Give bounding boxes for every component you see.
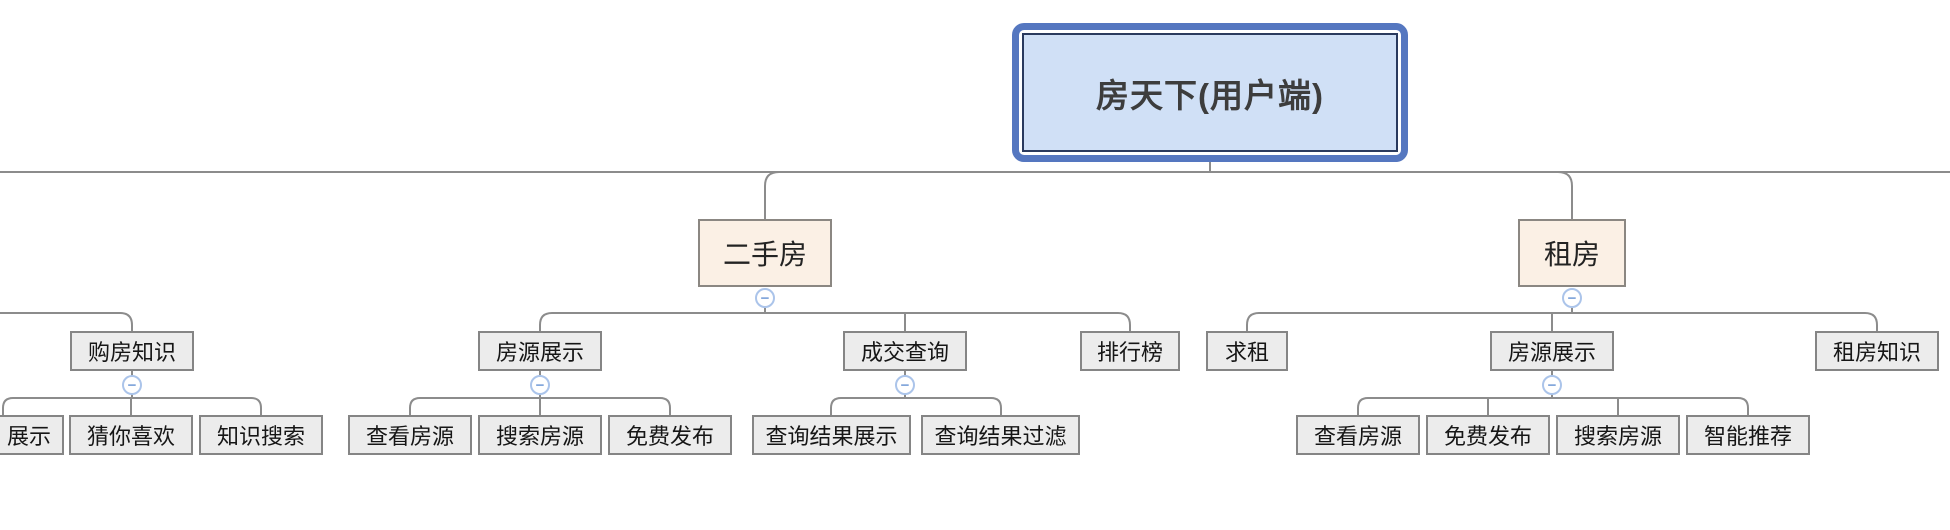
node-label: 知识搜索 — [216, 424, 305, 449]
node-label: 房源展示 — [495, 340, 584, 365]
node-sh-query-result-display[interactable]: 查询结果展示 — [752, 415, 911, 455]
node-rent-smart-recommend[interactable]: 智能推荐 — [1686, 415, 1810, 455]
node-pk-display-partial[interactable]: 展示 — [0, 415, 64, 455]
node-sh-deal-query[interactable]: 成交查询 — [843, 331, 967, 371]
collapse-icon-purchase-knowledge[interactable]: − — [122, 375, 142, 395]
node-sh-search-listings[interactable]: 搜索房源 — [478, 415, 602, 455]
node-label: 成交查询 — [860, 340, 949, 365]
collapse-icon-rent-listing-display[interactable]: − — [1542, 375, 1562, 395]
node-label: 查看房源 — [365, 424, 454, 449]
root-topic-label: 房天下(用户端) — [1096, 76, 1324, 114]
node-rent-free-publish[interactable]: 免费发布 — [1426, 415, 1550, 455]
collapse-icon-sh-listing-display[interactable]: − — [530, 375, 550, 395]
node-rent-view-listings[interactable]: 查看房源 — [1296, 415, 1420, 455]
connector-line — [764, 171, 1573, 219]
connector-line — [1357, 371, 1749, 415]
node-pk-knowledge-search[interactable]: 知识搜索 — [199, 415, 323, 455]
node-label: 免费发布 — [625, 424, 714, 449]
node-pk-guess-you-like[interactable]: 猜你喜欢 — [69, 415, 193, 455]
node-purchase-knowledge[interactable]: 购房知识 — [70, 331, 194, 371]
node-label: 搜索房源 — [495, 424, 584, 449]
node-label: 免费发布 — [1443, 424, 1532, 449]
node-rent-knowledge[interactable]: 租房知识 — [1815, 331, 1939, 371]
node-label: 二手房 — [722, 239, 807, 270]
node-sh-listing-display[interactable]: 房源展示 — [478, 331, 602, 371]
root-topic-inner: 房天下(用户端) — [1022, 33, 1398, 152]
node-label: 查询结果过滤 — [934, 424, 1067, 449]
node-label: 展示 — [6, 424, 51, 449]
collapse-icon-sh-deal-query[interactable]: − — [895, 375, 915, 395]
node-rent-search-listings[interactable]: 搜索房源 — [1556, 415, 1680, 455]
connector-line — [1246, 308, 1878, 331]
connector-line — [539, 308, 1131, 331]
node-sh-query-result-filter[interactable]: 查询结果过滤 — [921, 415, 1080, 455]
node-label: 猜你喜欢 — [86, 424, 175, 449]
node-rent[interactable]: 租房 — [1518, 219, 1626, 287]
node-second-hand[interactable]: 二手房 — [698, 219, 832, 287]
node-label: 求租 — [1224, 340, 1269, 365]
node-label: 租房知识 — [1832, 340, 1921, 365]
node-label: 购房知识 — [87, 340, 176, 365]
node-rent-listing-display[interactable]: 房源展示 — [1490, 331, 1614, 371]
connector-line — [830, 371, 1002, 415]
node-label: 查询结果展示 — [765, 424, 898, 449]
node-root-topic[interactable]: 房天下(用户端) — [1012, 23, 1408, 162]
node-label: 搜索房源 — [1573, 424, 1662, 449]
node-sh-ranking[interactable]: 排行榜 — [1080, 331, 1180, 371]
connector-line — [0, 162, 1950, 173]
node-label: 智能推荐 — [1703, 424, 1792, 449]
node-sh-view-listings[interactable]: 查看房源 — [348, 415, 472, 455]
connector-line — [2, 371, 262, 415]
connector-line — [0, 312, 133, 331]
node-label: 房源展示 — [1507, 340, 1596, 365]
collapse-icon-second-hand[interactable]: − — [755, 288, 775, 308]
node-label: 查看房源 — [1313, 424, 1402, 449]
collapse-icon-rent[interactable]: − — [1562, 288, 1582, 308]
node-label: 租房 — [1543, 239, 1600, 270]
node-label: 排行榜 — [1096, 340, 1163, 365]
connector-line — [409, 371, 671, 415]
node-sh-free-publish[interactable]: 免费发布 — [608, 415, 732, 455]
node-rent-seek[interactable]: 求租 — [1206, 331, 1288, 371]
